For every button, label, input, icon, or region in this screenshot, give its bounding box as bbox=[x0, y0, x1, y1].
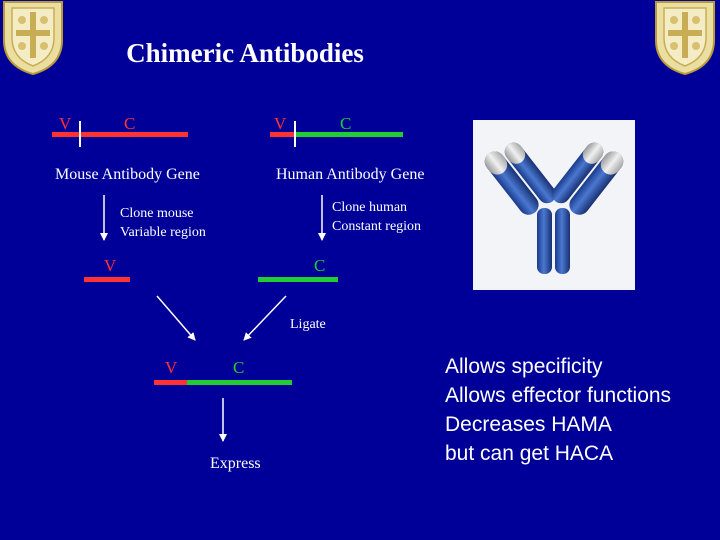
clone-mouse-label-line1: Clone mouse bbox=[120, 206, 194, 221]
benefit-item: Allows effector functions bbox=[445, 384, 672, 407]
human-v-label: V bbox=[274, 114, 287, 133]
cloned-c-bar bbox=[258, 277, 338, 282]
clone-mouse-label-line2: Variable region bbox=[120, 225, 206, 240]
benefit-item: Allows specificity bbox=[445, 355, 603, 378]
slide-title: Chimeric Antibodies bbox=[126, 38, 364, 68]
express-label: Express bbox=[210, 455, 261, 472]
cloned-c-label: C bbox=[314, 256, 326, 275]
mouse-gene-bar bbox=[52, 132, 188, 137]
chimeric-v-segment bbox=[154, 380, 187, 385]
ligate-label: Ligate bbox=[290, 317, 326, 332]
human-gene-v-segment bbox=[270, 132, 295, 137]
cloned-v-label: V bbox=[104, 256, 117, 275]
human-gene-vc-divider bbox=[294, 121, 296, 147]
university-crest-icon-left bbox=[3, 1, 63, 76]
mouse-v-label: V bbox=[59, 114, 72, 133]
clone-human-label-line2: Constant region bbox=[332, 219, 422, 234]
y-shaped-antibody-icon bbox=[484, 142, 624, 274]
human-gene-label: Human Antibody Gene bbox=[276, 166, 425, 183]
university-crest-icon-right bbox=[655, 1, 715, 76]
human-gene-c-segment bbox=[295, 132, 403, 137]
cloned-v-bar bbox=[84, 277, 130, 282]
chimeric-c-label: C bbox=[233, 358, 245, 377]
benefits-list: Allows specificity Allows effector funct… bbox=[445, 352, 671, 468]
antibody-image-panel bbox=[473, 120, 635, 290]
benefit-item: but can get HACA bbox=[445, 442, 614, 465]
mouse-gene-label: Mouse Antibody Gene bbox=[55, 166, 200, 183]
ligate-right-arrow bbox=[243, 295, 287, 341]
ligate-left-arrow bbox=[156, 295, 196, 341]
mouse-gene-vc-divider bbox=[79, 121, 81, 147]
mouse-c-label: C bbox=[124, 114, 136, 133]
benefit-item: Decreases HAMA bbox=[445, 413, 612, 436]
chimeric-v-label: V bbox=[165, 358, 178, 377]
chimeric-c-segment bbox=[187, 380, 292, 385]
clone-human-label-line1: Clone human bbox=[332, 200, 408, 215]
human-c-label: C bbox=[340, 114, 352, 133]
